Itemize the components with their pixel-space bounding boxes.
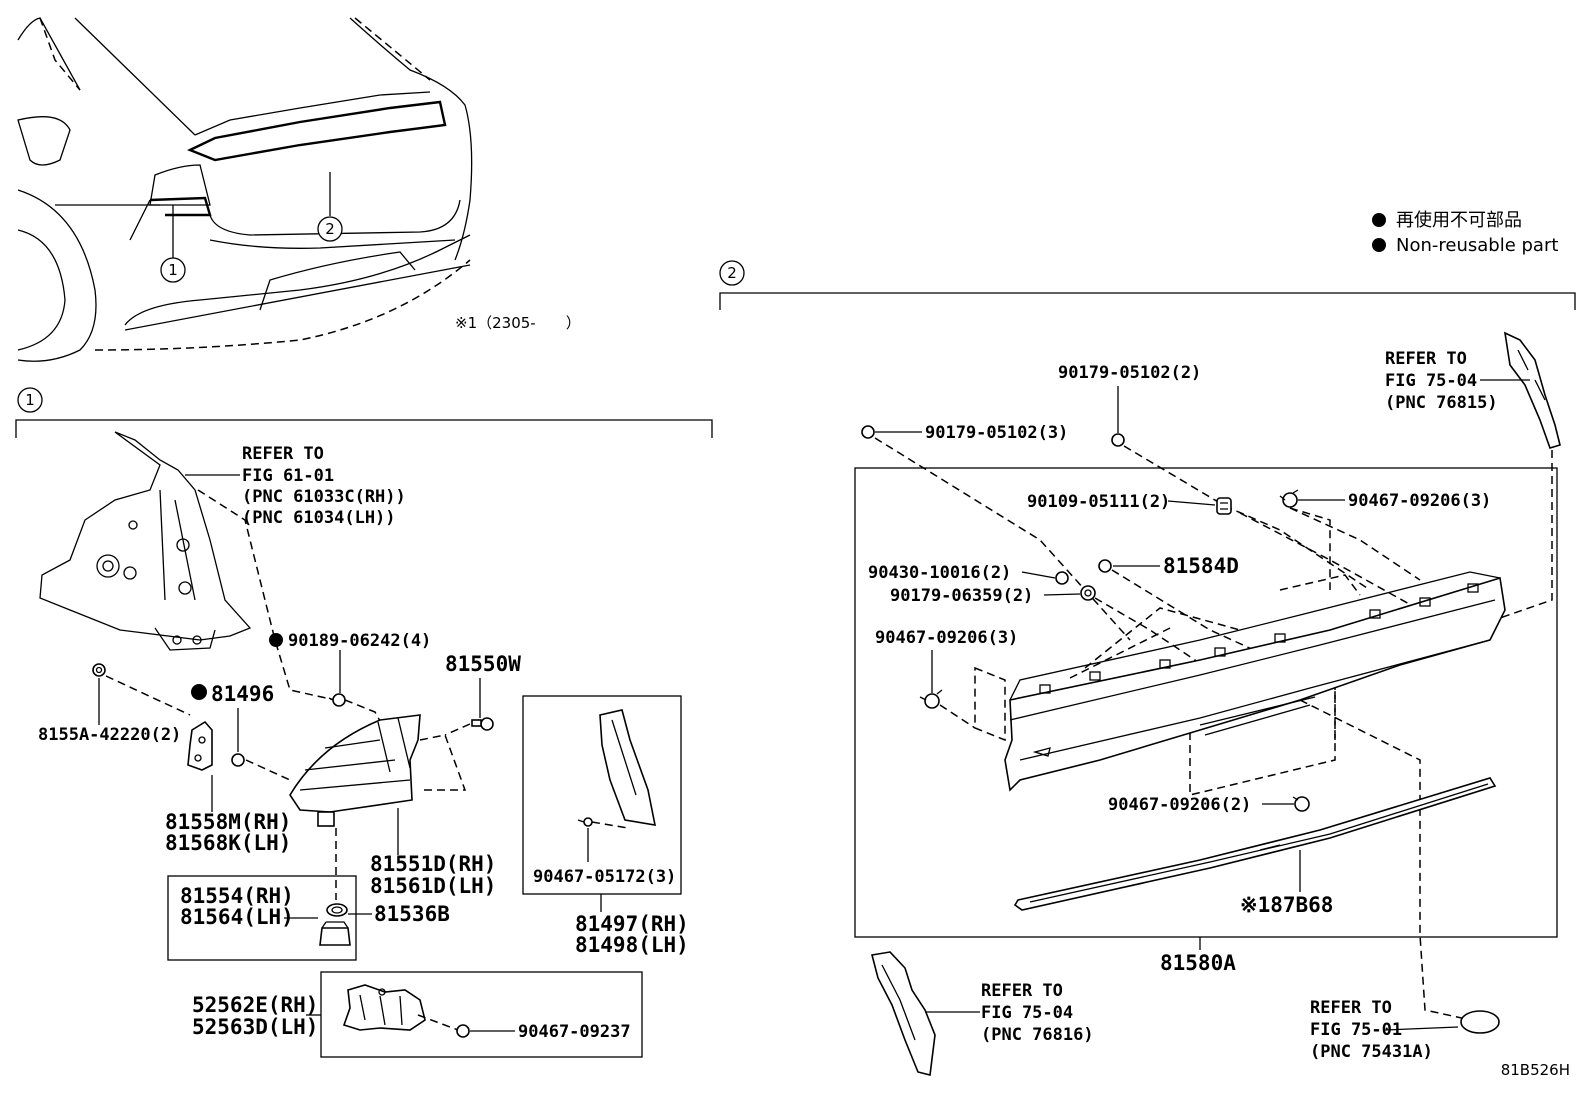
label-81498: 81498(LH) <box>575 933 689 957</box>
label-81496: 81496 <box>211 682 274 706</box>
label-81497: 81497(RH) <box>575 912 689 936</box>
svg-text:FIG 75-04: FIG 75-04 <box>981 1003 1073 1023</box>
ref-fig-61-01: REFER TO FIG 61-01 (PNC 61033C(RH)) (PNC… <box>242 444 406 528</box>
section-2-marker: 2 <box>719 260 1576 310</box>
label-81564: 81564(LH) <box>180 905 294 929</box>
legend: 再使用不可部品 Non-reusable part <box>1372 210 1558 256</box>
label-81558M: 81558M(RH) <box>165 810 291 834</box>
label-81568K: 81568K(LH) <box>165 831 291 855</box>
label-90467-05172: 90467-05172(3) <box>533 867 676 887</box>
svg-text:REFER TO: REFER TO <box>1385 349 1467 369</box>
label-81584D: 81584D <box>1163 554 1239 578</box>
label-8155A-42220: 8155A-42220(2) <box>38 725 181 745</box>
label-81536B: 81536B <box>374 902 450 926</box>
bulb-81550W <box>471 717 494 731</box>
back-door-garnish-81580A <box>1004 571 1506 792</box>
ref-fig-75-04-lower: REFER TO FIG 75-04 (PNC 76816) <box>981 981 1094 1045</box>
legend-english: Non-reusable part <box>1396 235 1558 256</box>
section-1-marker: 1 <box>15 387 713 438</box>
gasket-81496 <box>231 753 245 767</box>
nut-90467-09237 <box>456 1024 470 1038</box>
clip-90467-09206-c <box>1292 796 1310 812</box>
bracket-52562E <box>342 984 426 1031</box>
ref-fig-75-01: REFER TO FIG 75-01 (PNC 75431A) <box>1310 998 1433 1062</box>
svg-text:REFER TO: REFER TO <box>981 981 1063 1001</box>
bracket-81558M <box>187 720 213 771</box>
svg-text:FIG 75-01: FIG 75-01 <box>1310 1020 1402 1040</box>
label-90467-09206-2: 90467-09206(2) <box>1108 795 1251 815</box>
svg-text:2: 2 <box>325 220 335 238</box>
screw-8155A <box>92 663 106 677</box>
vehicle-rear-view <box>17 17 473 362</box>
svg-text:(PNC 76816): (PNC 76816) <box>981 1025 1094 1045</box>
label-81554: 81554(RH) <box>180 884 294 908</box>
callout-1: 1 <box>160 257 186 283</box>
label-81561D: 81561D(LH) <box>370 874 496 898</box>
side-trim-upper-ref-part <box>1503 331 1561 449</box>
clip-90109-05111 <box>1216 497 1232 515</box>
label-90179-05102-2: 90179-05102(2) <box>1058 363 1201 383</box>
non-reusable-dot-icon <box>1372 238 1386 252</box>
label-90189-06242: 90189-06242(4) <box>288 631 431 651</box>
bolt-90189 <box>328 693 346 707</box>
svg-text:REFER TO: REFER TO <box>1310 998 1392 1018</box>
svg-text:(PNC 61034(LH)): (PNC 61034(LH)) <box>242 508 396 528</box>
non-reusable-dot-icon <box>1372 213 1386 227</box>
nut-90179-05102-b <box>861 425 875 439</box>
svg-text:(PNC 76815): (PNC 76815) <box>1385 393 1498 413</box>
trim-81497 <box>599 709 657 826</box>
label-90467-09206-3a: 90467-09206(3) <box>1348 491 1491 511</box>
quarter-panel-ref-part <box>39 431 252 651</box>
label-81550W: 81550W <box>445 652 521 676</box>
gasket-90430 <box>1055 571 1069 585</box>
emblem-ref-part <box>1460 1010 1500 1034</box>
clip-90467-09206-a <box>1279 489 1299 508</box>
tail-lamp-81551D <box>289 714 421 827</box>
clip-90467-05172 <box>577 817 593 827</box>
nut-90179-06359 <box>1080 585 1096 601</box>
nut-90179-05102-a <box>1111 433 1125 447</box>
label-52562E: 52562E(RH) <box>192 993 318 1017</box>
socket-group-box <box>167 875 357 961</box>
diagram-code: 81B526H <box>1501 1061 1570 1079</box>
trim-group-box <box>522 695 682 895</box>
clip-90467-09206-b <box>919 689 943 709</box>
svg-text:REFER TO: REFER TO <box>242 444 324 464</box>
ref-fig-75-04-upper: REFER TO FIG 75-04 (PNC 76815) <box>1385 349 1498 413</box>
garnish-assembly-box <box>854 467 1558 938</box>
label-81551D: 81551D(RH) <box>370 852 496 876</box>
svg-text:FIG 61-01: FIG 61-01 <box>242 466 334 486</box>
non-reusable-dot-icon <box>191 684 207 700</box>
production-date-note: ※1（2305- ） <box>455 314 581 332</box>
legend-japanese: 再使用不可部品 <box>1396 210 1522 231</box>
svg-text:1: 1 <box>168 261 178 279</box>
svg-text:2: 2 <box>727 264 737 282</box>
label-87B68: ※187B68 <box>1240 893 1333 917</box>
label-90179-05102-3: 90179-05102(3) <box>925 423 1068 443</box>
label-81580A: 81580A <box>1160 951 1236 975</box>
label-90467-09206-3b: 90467-09206(3) <box>875 628 1018 648</box>
label-90430-10016: 90430-10016(2) <box>868 563 1011 583</box>
nut-81584D <box>1098 559 1112 573</box>
side-trim-lower-ref-part <box>871 951 936 1076</box>
label-90179-06359: 90179-06359(2) <box>890 586 1033 606</box>
svg-text:(PNC 75431A): (PNC 75431A) <box>1310 1042 1433 1062</box>
svg-text:1: 1 <box>25 391 35 409</box>
non-reusable-dot-icon <box>269 633 283 647</box>
label-52563D: 52563D(LH) <box>192 1015 318 1039</box>
svg-text:FIG 75-04: FIG 75-04 <box>1385 371 1477 391</box>
callout-2: 2 <box>317 216 343 242</box>
label-90467-09237: 90467-09237 <box>518 1022 631 1042</box>
gasket-81536B <box>326 903 348 917</box>
label-90109-05111: 90109-05111(2) <box>1027 492 1170 512</box>
svg-text:(PNC 61033C(RH)): (PNC 61033C(RH)) <box>242 487 406 507</box>
socket-81554 <box>319 921 351 946</box>
moulding-87B68 <box>1013 777 1497 911</box>
